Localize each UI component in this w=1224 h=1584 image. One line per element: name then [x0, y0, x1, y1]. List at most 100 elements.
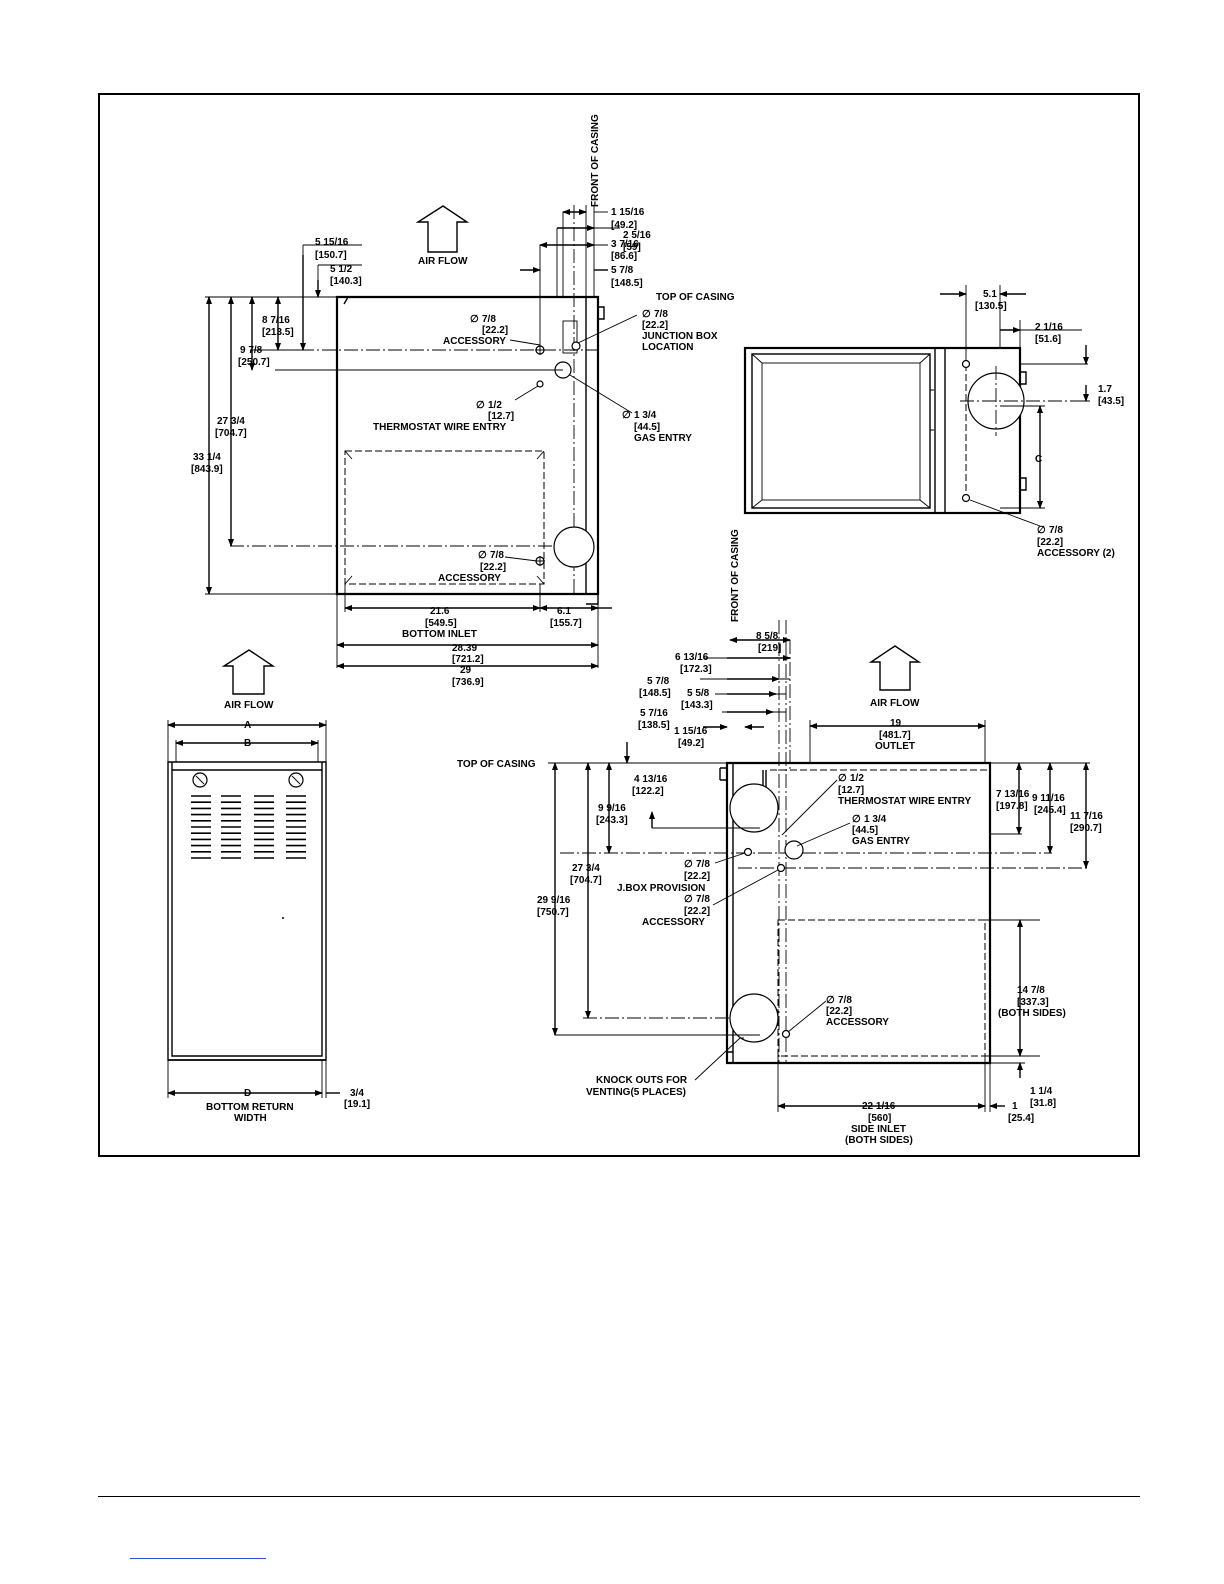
front-view	[167, 649, 340, 1098]
dim-c-label: C	[1035, 454, 1042, 465]
both-sides-label: (BOTH SIDES)	[845, 1135, 913, 1146]
dim-label: [44.5]	[634, 422, 660, 433]
dim-label: [213.5]	[262, 327, 294, 338]
both-sides-label: (BOTH SIDES)	[998, 1008, 1066, 1019]
dim-label: [140.3]	[330, 276, 362, 287]
bottom-return-label: BOTTOM RETURN	[206, 1102, 294, 1113]
dim-label: 7/8	[654, 309, 668, 320]
dim-label: [560]	[868, 1113, 891, 1124]
dim-label: 8 7/16	[262, 315, 290, 326]
diameter-symbol: ∅	[684, 859, 693, 870]
dim-label: [721.2]	[452, 654, 484, 665]
dim-label: 4 13/16	[634, 774, 668, 785]
dim-label: 7/8	[482, 314, 496, 325]
diameter-symbol: ∅	[838, 773, 847, 784]
bottom-inlet-label: BOTTOM INLET	[402, 629, 477, 640]
dim-label: 7/8	[838, 995, 852, 1006]
dim-label: [843.9]	[191, 464, 223, 475]
accessory-label: ACCESSORY	[642, 917, 705, 928]
accessory-label: ACCESSORY	[438, 573, 501, 584]
dim-a-label: A	[244, 720, 251, 731]
dim-label: [59]	[623, 242, 641, 253]
front-of-casing-label-2: FRONT OF CASING	[730, 529, 741, 622]
dim-label: 5 7/8	[647, 676, 670, 687]
dim-label: 2 1/16	[1035, 322, 1063, 333]
dim-label: 3 7/16	[611, 239, 639, 250]
dim-label: 3/4	[350, 1088, 364, 1099]
side-view-lower	[548, 620, 1090, 1112]
dim-label: 1 3/4	[634, 410, 657, 421]
front-of-casing-label: FRONT OF CASING	[590, 114, 601, 207]
dim-label: [155.7]	[550, 618, 582, 629]
dim-label: 5 5/8	[687, 688, 710, 699]
dim-label: [250.7]	[238, 357, 270, 368]
dim-label: [143.3]	[681, 700, 713, 711]
dim-label: [31.8]	[1030, 1098, 1056, 1109]
dim-label: [22.2]	[684, 906, 710, 917]
dim-label: [549.5]	[425, 618, 457, 629]
dim-label: [22.2]	[1037, 537, 1063, 548]
jbox-provision-label: J.BOX PROVISION	[617, 883, 705, 894]
dim-b-label: B	[244, 738, 251, 749]
dim-label: 1	[1012, 1101, 1018, 1112]
dim-label: 8 5/8	[756, 631, 779, 642]
air-flow-arrow-icon	[221, 649, 276, 695]
dim-label: 27 3/4	[572, 863, 600, 874]
dim-label: [197.8]	[996, 801, 1028, 812]
dim-label: 5 7/16	[640, 708, 668, 719]
dim-label: [43.5]	[1098, 396, 1124, 407]
junction-box-label: JUNCTION BOX	[642, 331, 718, 342]
dim-label: [481.7]	[879, 730, 911, 741]
dim-label: 9 11/16	[1032, 793, 1065, 804]
dim-label: [51.6]	[1035, 334, 1061, 345]
dim-label: 6.1	[557, 606, 571, 617]
dim-label: 2 5/16	[623, 230, 651, 241]
dim-label: 1 15/16	[611, 207, 645, 218]
knock-outs-label: KNOCK OUTS FOR	[596, 1075, 688, 1086]
dim-label: [25.4]	[1008, 1113, 1034, 1124]
dim-label: [22.2]	[480, 562, 506, 573]
width-label: WIDTH	[234, 1113, 267, 1124]
air-flow-label-3: AIR FLOW	[870, 698, 920, 709]
dim-label: 11 7/16	[1070, 811, 1103, 822]
outlet-label: OUTLET	[875, 741, 915, 752]
side-inlet-label: SIDE INLET	[851, 1124, 906, 1135]
dim-label: 28.39	[452, 643, 477, 654]
dim-label: [122.2]	[632, 786, 664, 797]
dim-label: [704.7]	[570, 875, 602, 886]
dim-label: 7/8	[1049, 525, 1063, 536]
dim-label: 7/8	[696, 894, 710, 905]
dim-label: 19	[890, 718, 902, 729]
dim-label: [49.2]	[678, 738, 704, 749]
dim-label: [138.5]	[638, 720, 670, 731]
dim-label: 29 9/16	[537, 895, 571, 906]
dim-label: [750.7]	[537, 907, 569, 918]
dim-label: 1 15/16	[674, 726, 708, 737]
diameter-symbol: ∅	[478, 550, 487, 561]
diameter-symbol: ∅	[1037, 525, 1046, 536]
drawing-frame	[98, 93, 1140, 1157]
dim-label: [12.7]	[838, 785, 864, 796]
dim-label: [148.5]	[639, 688, 671, 699]
dim-label: 5 7/8	[611, 265, 634, 276]
footer-rule	[98, 1496, 1140, 1497]
thermostat-label-2: THERMOSTAT WIRE ENTRY	[838, 796, 971, 807]
gas-entry-label: GAS ENTRY	[634, 433, 692, 444]
dim-label: 9 9/16	[598, 803, 626, 814]
dim-label: 1 1/4	[1030, 1086, 1053, 1097]
footer-link-underline[interactable]	[130, 1558, 266, 1559]
dim-label: [337.3]	[1017, 997, 1049, 1008]
dim-label: 33 1/4	[193, 452, 221, 463]
venting-label: VENTING(5 PLACES)	[586, 1087, 686, 1098]
dim-label: [245.4]	[1034, 805, 1066, 816]
dim-label: [736.9]	[452, 677, 484, 688]
dim-label: 9 7/8	[240, 345, 263, 356]
top-of-casing-label-2: TOP OF CASING	[457, 759, 536, 770]
dim-label: 1/2	[488, 400, 502, 411]
diameter-symbol: ∅	[852, 814, 861, 825]
dim-label: 7/8	[696, 859, 710, 870]
thermostat-label: THERMOSTAT WIRE ENTRY	[373, 422, 506, 433]
diameter-symbol: ∅	[684, 894, 693, 905]
dim-label: [22.2]	[684, 871, 710, 882]
